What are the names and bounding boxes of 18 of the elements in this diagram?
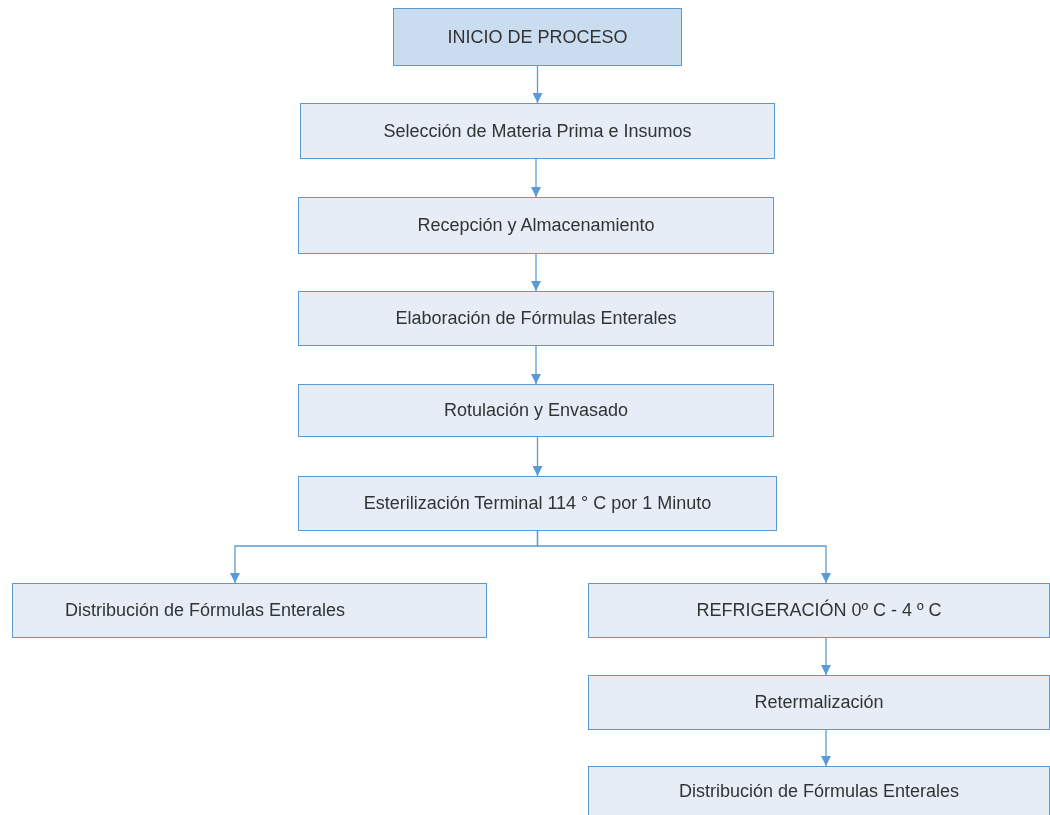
arrow xyxy=(532,65,543,104)
process-box: Esterilización Terminal 114 ° C por 1 Minuto xyxy=(298,476,777,531)
process-box: Distribución de Fórmulas Enterales xyxy=(588,766,1050,815)
process-box: Elaboración de Fórmulas Enterales xyxy=(298,291,774,346)
process-box: Distribución de Fórmulas Enterales xyxy=(12,583,487,638)
process-box: REFRIGERACIÓN 0º C - 4 º C xyxy=(588,583,1050,638)
arrow xyxy=(532,436,543,477)
arrow xyxy=(536,530,831,584)
arrow xyxy=(531,345,541,385)
process-box: Selección de Materia Prima e Insumos xyxy=(300,103,775,159)
arrow xyxy=(531,253,541,292)
process-box: Retermalización xyxy=(588,675,1050,730)
process-box: Recepción y Almacenamiento xyxy=(298,197,774,254)
start-box: INICIO DE PROCESO xyxy=(393,8,682,66)
process-box: Rotulación y Envasado xyxy=(298,384,774,437)
arrow xyxy=(821,729,831,767)
arrow xyxy=(821,637,831,676)
arrow xyxy=(531,158,541,198)
